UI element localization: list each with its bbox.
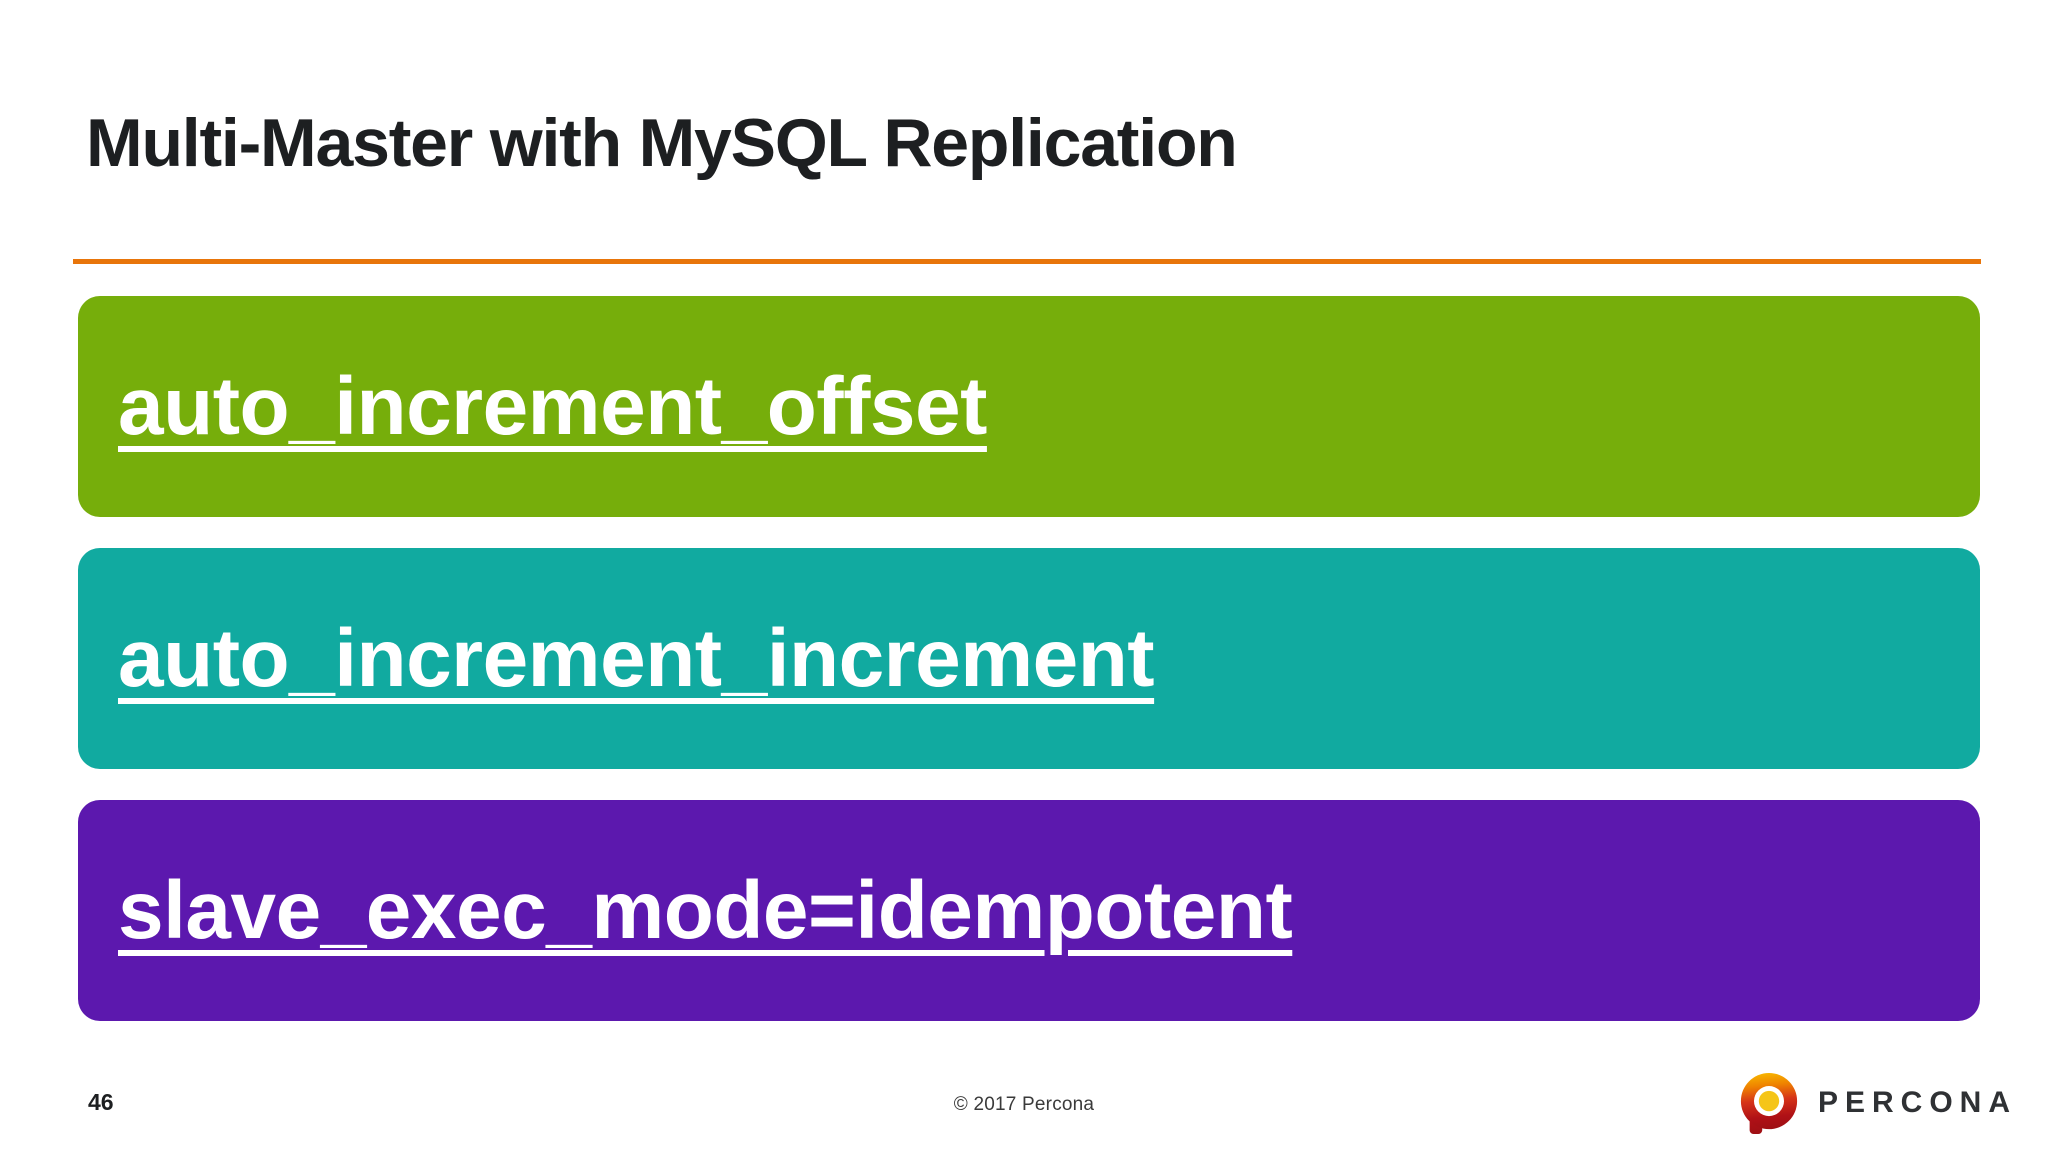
percona-p-logo-icon xyxy=(1738,1072,1800,1134)
highlight-bar-slave-exec-mode: slave_exec_mode=idempotent xyxy=(78,800,1980,1021)
copyright-notice: © 2017 Percona xyxy=(953,1094,1095,1115)
percona-wordmark: PERCONA xyxy=(1818,1086,2018,1119)
highlight-bar-auto-increment-offset: auto_increment_offset xyxy=(78,296,1980,517)
title-divider xyxy=(73,259,1981,264)
bar-label-auto-increment-increment: auto_increment_increment xyxy=(118,612,1155,704)
page-title: Multi-Master with MySQL Replication xyxy=(86,105,1238,181)
bar-label-auto-increment-offset: auto_increment_offset xyxy=(118,360,987,452)
bar-label-slave-exec-mode: slave_exec_mode=idempotent xyxy=(118,864,1293,956)
highlight-bar-auto-increment-increment: auto_increment_increment xyxy=(78,548,1980,769)
page-number: 46 xyxy=(88,1089,114,1115)
percona-logo: PERCONA xyxy=(1738,1072,2017,1134)
